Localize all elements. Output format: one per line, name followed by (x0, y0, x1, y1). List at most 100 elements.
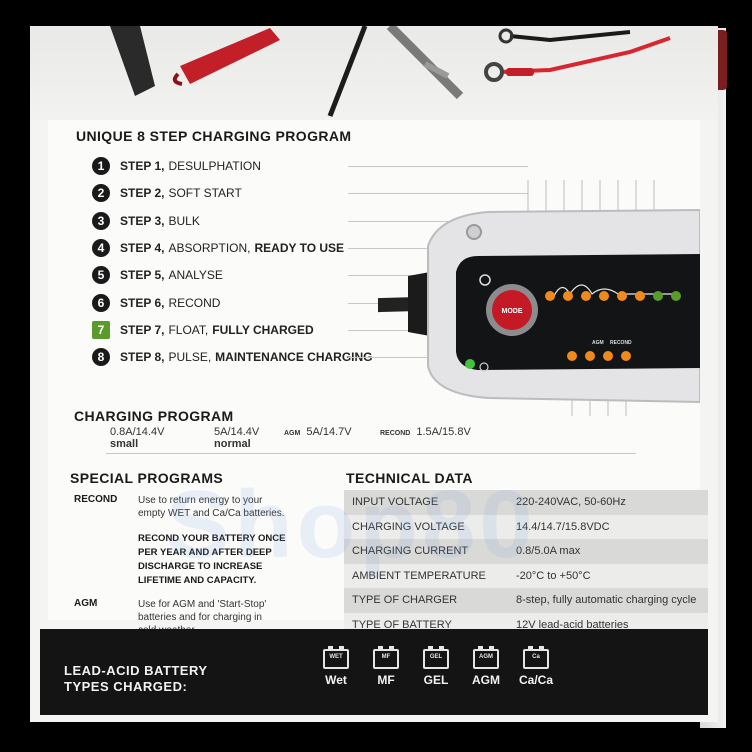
mode-button[interactable] (492, 290, 532, 330)
step-description: SOFT START (168, 186, 242, 201)
tech-value: -20°C to +50°C (516, 569, 591, 582)
red-lead (499, 36, 671, 74)
battery-type-name: MF (377, 673, 395, 687)
battery-types-title-1: LEAD-ACID BATTERY (64, 663, 208, 678)
hanging-hole (466, 224, 482, 240)
tech-key: TYPE OF CHARGER (352, 594, 458, 607)
tech-value: 12V lead-acid batteries (516, 618, 629, 631)
step-number-icon: 6 (92, 293, 110, 312)
cables-illustration (110, 26, 671, 117)
charger-face (456, 254, 700, 370)
step-number-icon: 3 (92, 211, 110, 230)
black-clamp (110, 26, 155, 96)
program-agm: AGM 5A/14.7V (284, 426, 352, 438)
battery-types-title-2: TYPES CHARGED: (64, 679, 188, 694)
battery-icon-label: MF (381, 654, 391, 660)
black-cable (327, 26, 368, 117)
program-agm-tag: AGM (284, 430, 301, 437)
agm-label: AGM (74, 598, 98, 609)
program-agm-value: 5A/14.7V (306, 426, 352, 438)
program-recond-value: 1.5A/15.8V (416, 426, 471, 438)
step-guide-line (348, 220, 528, 222)
tech-key: AMBIENT TEMPERATURE (352, 569, 486, 582)
tech-key: CHARGING CURRENT (352, 545, 469, 558)
tech-row: INPUT VOLTAGE 220-240VAC, 50-60Hz (344, 490, 708, 515)
step-extra: MAINTENANCE CHARGING (215, 350, 373, 365)
agm-text-1: Use for AGM and 'Start-Stop' (138, 599, 267, 610)
step-description: ANALYSE (168, 268, 223, 283)
battery-type-name: Ca/Ca (518, 673, 553, 687)
battery-types-band: LEAD-ACID BATTERY TYPES CHARGED: WET Wet M… (40, 629, 708, 715)
red-clamp (180, 28, 280, 84)
program-divider (106, 453, 636, 454)
tech-key: INPUT VOLTAGE (352, 496, 439, 509)
program-small-label: small (110, 438, 139, 450)
step-extra: FULLY CHARGED (212, 322, 314, 337)
battery-icon: Ca (523, 646, 549, 669)
step-label: STEP 6, (120, 295, 165, 310)
charging-program-title: CHARGING PROGRAM (74, 408, 234, 424)
black-lead (509, 30, 631, 43)
battery-type-name: Wet (325, 673, 347, 687)
step-6: 6 STEP 6,RECOND (92, 293, 228, 313)
recond-note-2: PER YEAR AND AFTER DEEP (138, 547, 272, 558)
step-guide-line (348, 193, 528, 195)
battery-type: GEL GEL (416, 646, 456, 687)
step-number-icon: 2 (92, 184, 110, 203)
agm-text-2: batteries and for charging in (138, 612, 262, 623)
mode-leds: AGM RECOND (567, 340, 632, 361)
ring-terminal (484, 62, 504, 82)
battery-type-name: GEL (423, 673, 449, 687)
recond-note-4: LIFETIME AND CAPACITY. (138, 575, 257, 586)
step-extra: READY TO USE (254, 240, 345, 255)
step-description: RECOND (168, 295, 221, 310)
recond-text-2: empty WET and Ca/Ca batteries. (138, 508, 285, 519)
tech-key: TYPE OF BATTERY (352, 618, 452, 631)
step-description: BULK (168, 213, 200, 228)
battery-type-name: AGM (472, 673, 500, 687)
recond-note-3: DISCHARGE TO INCREASE (138, 561, 263, 572)
power-led (465, 359, 475, 369)
watermark: Shop80 (166, 471, 537, 578)
program-normal-value: 5A/14.4V (214, 426, 260, 438)
tech-value: 220-240VAC, 50-60Hz (516, 496, 626, 509)
warning-icon (479, 274, 491, 286)
program-normal-label: normal (214, 438, 251, 450)
step-label: STEP 1, (120, 159, 165, 173)
battery-icon: WET (323, 646, 349, 669)
agm-indicator-label: AGM (592, 340, 604, 346)
step-3: 3 STEP 3,BULK (92, 211, 208, 231)
step-5: 5 STEP 5,ANALYSE (92, 265, 231, 285)
recond-indicator-label: RECOND (610, 340, 632, 346)
step-number-icon: 7 (92, 320, 110, 339)
battery-icon: MF (373, 646, 399, 669)
step-label: STEP 5, (120, 268, 165, 283)
step-guide-line (348, 166, 528, 167)
step-label: STEP 3, (120, 213, 165, 228)
recond-text-1: Use to return energy to your (138, 495, 263, 506)
program-title: UNIQUE 8 STEP CHARGING PROGRAM (76, 128, 352, 144)
step-number-icon: 8 (92, 348, 110, 367)
step-description: FLOAT, (168, 322, 209, 337)
program-recond-tag: RECOND (380, 430, 411, 437)
grey-cable (386, 26, 464, 100)
cables-photo (30, 26, 718, 120)
battery-icon-label: Ca (532, 654, 540, 660)
step-description: DESULPHATION (168, 159, 261, 173)
special-programs-title: SPECIAL PROGRAMS (70, 470, 224, 486)
tech-value: 0.8/5.0A max (516, 545, 581, 558)
step-number-icon: 5 (92, 266, 110, 285)
step-leds (545, 284, 681, 301)
program-small: 0.8A/14.4V small (110, 426, 164, 450)
battery-icon-label: GEL (429, 654, 443, 660)
program-normal: 5A/14.4V normal (214, 426, 259, 450)
